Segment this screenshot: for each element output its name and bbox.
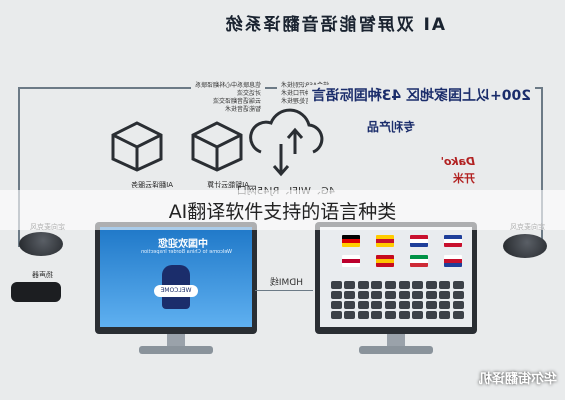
- feature-item: 云端语音翻译交流: [212, 98, 261, 105]
- welcome-button[interactable]: WELCOME: [154, 285, 198, 297]
- keyboard-key[interactable]: [439, 301, 451, 309]
- cube-label: AI翻译云服务: [131, 181, 173, 189]
- keyboard-key[interactable]: [453, 301, 464, 309]
- flag-grid: [330, 235, 462, 275]
- keyboard-key[interactable]: [344, 281, 356, 289]
- hdmi-cable: [255, 290, 313, 291]
- keyboard-key[interactable]: [344, 311, 356, 319]
- language-flag-icon[interactable]: [342, 235, 360, 247]
- keyboard-key[interactable]: [371, 281, 383, 289]
- language-flag-icon[interactable]: [444, 235, 462, 247]
- feature-item: 对话交流: [236, 90, 261, 97]
- keyboard-key[interactable]: [371, 311, 383, 319]
- keyboard-key[interactable]: [330, 311, 342, 319]
- keyboard-key[interactable]: [398, 301, 410, 309]
- keyboard-key[interactable]: [330, 281, 342, 289]
- on-screen-keyboard: [328, 281, 464, 321]
- caption-banner: AI翻译软件支持的语言种类: [0, 190, 565, 230]
- keyboard-key[interactable]: [398, 281, 410, 289]
- keyboard-key[interactable]: [453, 281, 464, 289]
- language-flag-icon[interactable]: [376, 255, 394, 267]
- keyboard-key[interactable]: [385, 301, 396, 309]
- language-flag-icon[interactable]: [376, 235, 394, 247]
- keyboard-key[interactable]: [425, 301, 437, 309]
- keyboard-key[interactable]: [453, 311, 464, 319]
- language-flag-icon[interactable]: [410, 235, 428, 247]
- keyboard-key[interactable]: [412, 291, 424, 299]
- keyboard-key[interactable]: [344, 291, 356, 299]
- keyboard-key[interactable]: [453, 291, 464, 299]
- keyboard-key[interactable]: [439, 291, 451, 299]
- keyboard-key[interactable]: [439, 281, 451, 289]
- keyboard-key[interactable]: [398, 291, 410, 299]
- keyboard-key[interactable]: [425, 291, 437, 299]
- keyboard-key[interactable]: [398, 311, 410, 319]
- keyboard-key[interactable]: [371, 301, 383, 309]
- diagram-title: AI 双屏智能语音翻译系统: [223, 15, 445, 35]
- screen-officer: 中国欢迎您 Welcome to China Border Inspection…: [100, 227, 252, 327]
- keyboard-key[interactable]: [425, 281, 437, 289]
- monitor-base: [359, 346, 433, 354]
- screen-welcome-en: Welcome to China Border Inspection: [140, 249, 232, 255]
- watermark: 华尔街翻译机: [478, 372, 557, 387]
- speaker-device: [11, 282, 61, 302]
- screen-welcome: 中国欢迎您: [158, 239, 208, 250]
- keyboard-key[interactable]: [330, 301, 342, 309]
- language-flag-icon[interactable]: [444, 255, 462, 267]
- brand-logo: Dako': [440, 155, 475, 168]
- caption-text: AI翻译软件支持的语言种类: [168, 200, 397, 223]
- keyboard-key[interactable]: [412, 301, 424, 309]
- feature-item: 信息联系中心科翻译联系: [194, 82, 261, 89]
- keyboard-key[interactable]: [357, 301, 369, 309]
- cloud-upload-icon: [249, 108, 324, 177]
- speaker-label: 扬声器: [32, 271, 53, 279]
- microphone-device: [503, 234, 547, 258]
- keyboard-key[interactable]: [385, 281, 396, 289]
- language-flag-icon[interactable]: [410, 255, 428, 267]
- keyboard-key[interactable]: [385, 311, 396, 319]
- headline-languages: 200+以上国家地区 43种国际语言: [307, 85, 535, 105]
- keyboard-key[interactable]: [425, 311, 437, 319]
- keyboard-key[interactable]: [385, 291, 396, 299]
- keyboard-key[interactable]: [412, 281, 424, 289]
- monitor-languages: [315, 222, 477, 334]
- monitor-base: [139, 346, 213, 354]
- microphone-device: [19, 232, 63, 256]
- keyboard-key[interactable]: [439, 311, 451, 319]
- headline-patent: 专利产品: [366, 120, 415, 134]
- keyboard-key[interactable]: [412, 311, 424, 319]
- keyboard-key[interactable]: [344, 301, 356, 309]
- screen-languages: [320, 227, 472, 327]
- language-flag-icon[interactable]: [342, 255, 360, 267]
- keyboard-key[interactable]: [330, 291, 342, 299]
- monitor-officer: 中国欢迎您 Welcome to China Border Inspection…: [95, 222, 257, 334]
- keyboard-key[interactable]: [357, 281, 369, 289]
- hdmi-label: HDMI线: [269, 278, 303, 288]
- cube-icon: [191, 121, 243, 172]
- keyboard-key[interactable]: [371, 291, 383, 299]
- keyboard-key[interactable]: [357, 311, 369, 319]
- cube-icon: [111, 121, 163, 172]
- brand-sub: 开米: [453, 172, 475, 185]
- keyboard-key[interactable]: [357, 291, 369, 299]
